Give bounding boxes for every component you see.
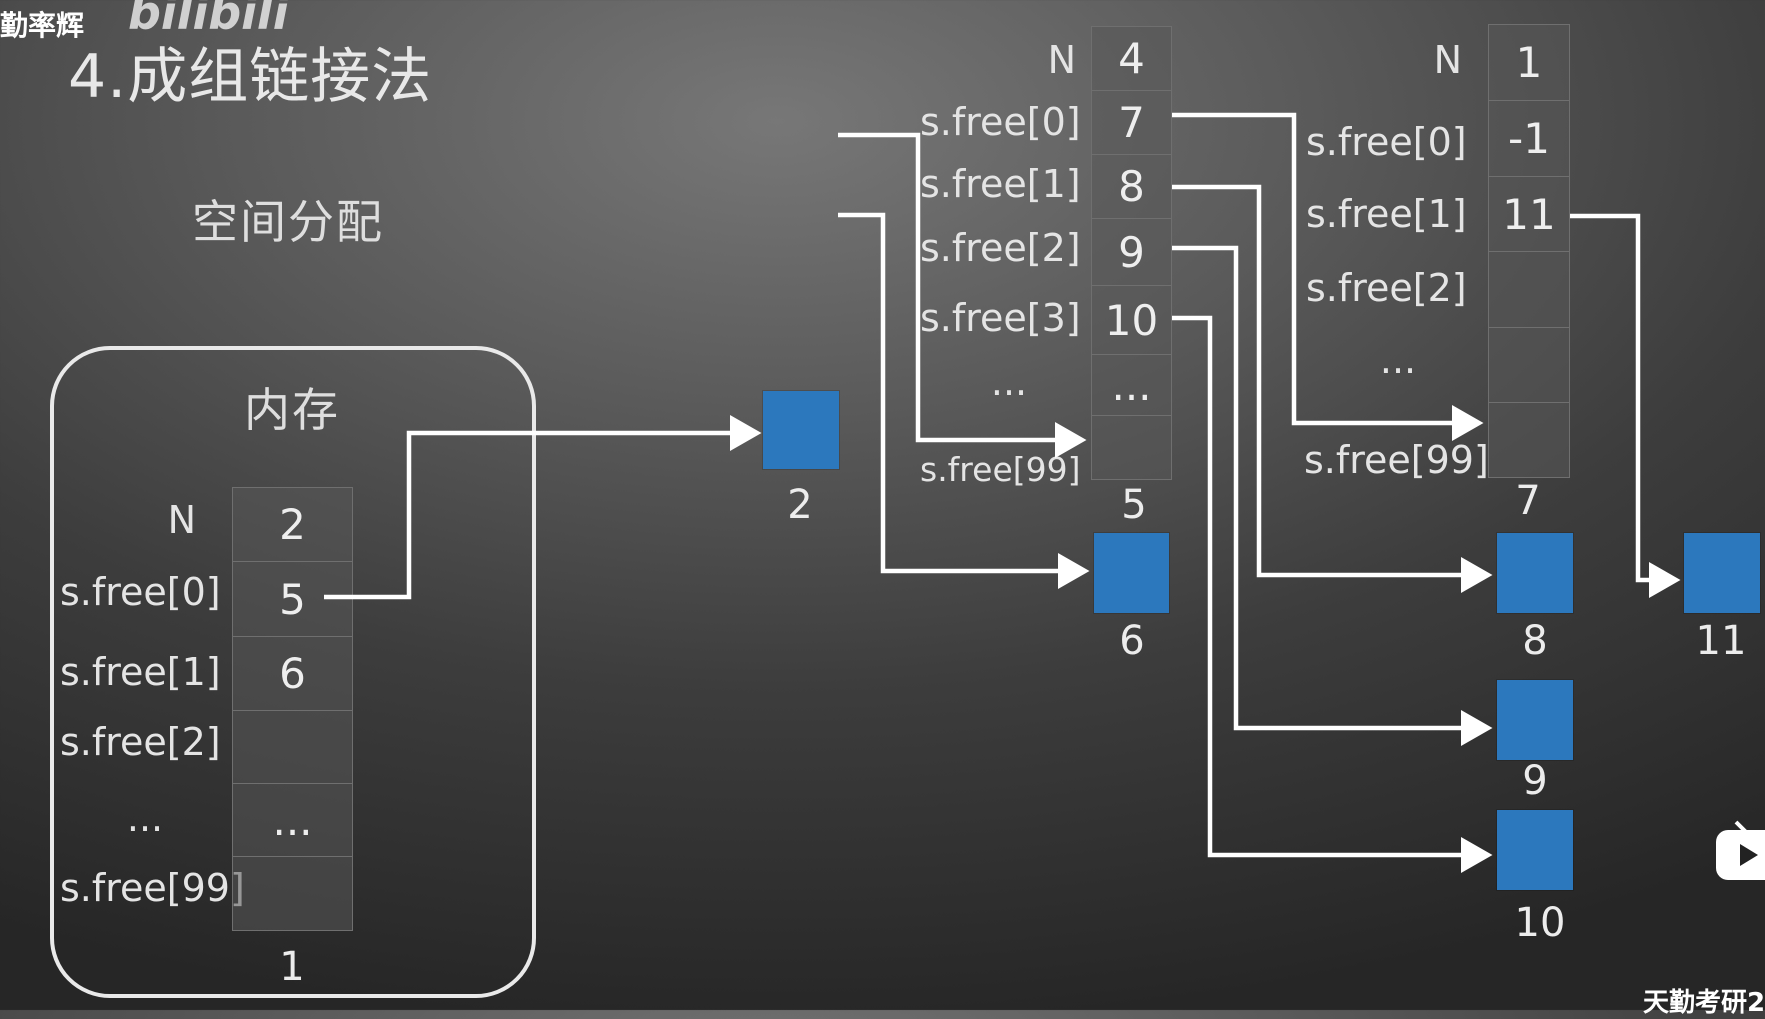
memory-row-label: s.free[0] <box>60 570 221 614</box>
disk-block-6-number: 6 <box>1119 618 1145 664</box>
block5-cell: 8 <box>1091 154 1172 219</box>
memory-block-number: 1 <box>279 944 305 990</box>
memory-row-label: ... <box>126 796 164 840</box>
arrow-block5-to-block7 <box>1172 112 1484 441</box>
section-subtitle: 空间分配 <box>192 195 384 249</box>
block7-row-label: s.free[1] <box>1306 192 1467 236</box>
block7-cell <box>1488 251 1570 328</box>
block5-cell: 10 <box>1091 285 1172 355</box>
memory-label: 内存 <box>244 383 340 437</box>
arrow-to-block5 <box>838 132 1087 458</box>
memory-frame <box>50 346 536 998</box>
memory-cell: 6 <box>232 636 353 711</box>
arrow-block5-to-block10 <box>1172 315 1493 873</box>
block7-number: 7 <box>1515 478 1541 524</box>
page-title: 4.成组链接法 <box>68 42 433 112</box>
block5-row-label: N <box>1047 38 1076 82</box>
block5-row-label: s.free[99] <box>920 450 1081 489</box>
disk-block-6 <box>1094 533 1169 613</box>
block7-cell: 1 <box>1488 24 1570 101</box>
arrow-memory-to-block2 <box>324 415 762 600</box>
memory-row-label: N <box>167 498 196 542</box>
disk-block-9-number: 9 <box>1522 758 1548 804</box>
disk-block-11 <box>1684 533 1760 613</box>
block7-row-label: s.free[0] <box>1306 120 1467 164</box>
block5-row-label: s.free[3] <box>920 296 1081 340</box>
play-button-icon[interactable] <box>1712 816 1765 888</box>
disk-block-9 <box>1497 680 1573 760</box>
memory-row-label: s.free[99] <box>60 866 245 910</box>
disk-block-10 <box>1497 810 1573 890</box>
block5-row-label: s.free[2] <box>920 226 1081 270</box>
arrow-block5-to-block9 <box>1172 245 1493 746</box>
memory-row-label: s.free[2] <box>60 720 221 764</box>
block7-row-label: N <box>1433 38 1462 82</box>
block5-row-label: s.free[1] <box>920 162 1081 206</box>
arrow-block7-to-block11 <box>1570 213 1681 598</box>
arrow-to-block6 <box>838 212 1090 589</box>
memory-cell: ... <box>232 783 353 857</box>
block7-row-label: s.free[99] <box>1304 438 1489 482</box>
block5-cell: 4 <box>1091 26 1172 91</box>
block5-cell: ... <box>1091 354 1172 416</box>
disk-block-8-number: 8 <box>1522 618 1548 664</box>
disk-block-2 <box>763 391 839 469</box>
bilibili-logo: bilibili <box>128 0 289 40</box>
uploader-watermark: 勤率辉 <box>0 9 85 42</box>
block7-row-label: ... <box>1379 338 1417 382</box>
block5-number: 5 <box>1121 482 1147 528</box>
disk-block-11-number: 11 <box>1695 618 1747 664</box>
disk-block-10-number: 10 <box>1514 900 1566 946</box>
block7-cell: 11 <box>1488 176 1570 252</box>
block7-cell <box>1488 402 1570 478</box>
disk-block-8 <box>1497 533 1573 613</box>
block5-row-label: ... <box>990 360 1028 404</box>
footer-watermark: 天勤考研2 <box>1643 988 1765 1018</box>
block7-row-label: s.free[2] <box>1306 266 1467 310</box>
memory-row-label: s.free[1] <box>60 650 221 694</box>
memory-cell <box>232 856 353 931</box>
memory-cell: 2 <box>232 487 353 562</box>
disk-block-2-number: 2 <box>787 482 813 528</box>
block5-cell <box>1091 415 1172 480</box>
block5-row-label: s.free[0] <box>920 100 1081 144</box>
memory-cell <box>232 710 353 784</box>
block5-cell: 7 <box>1091 90 1172 155</box>
arrow-block5-to-block8 <box>1172 184 1493 593</box>
